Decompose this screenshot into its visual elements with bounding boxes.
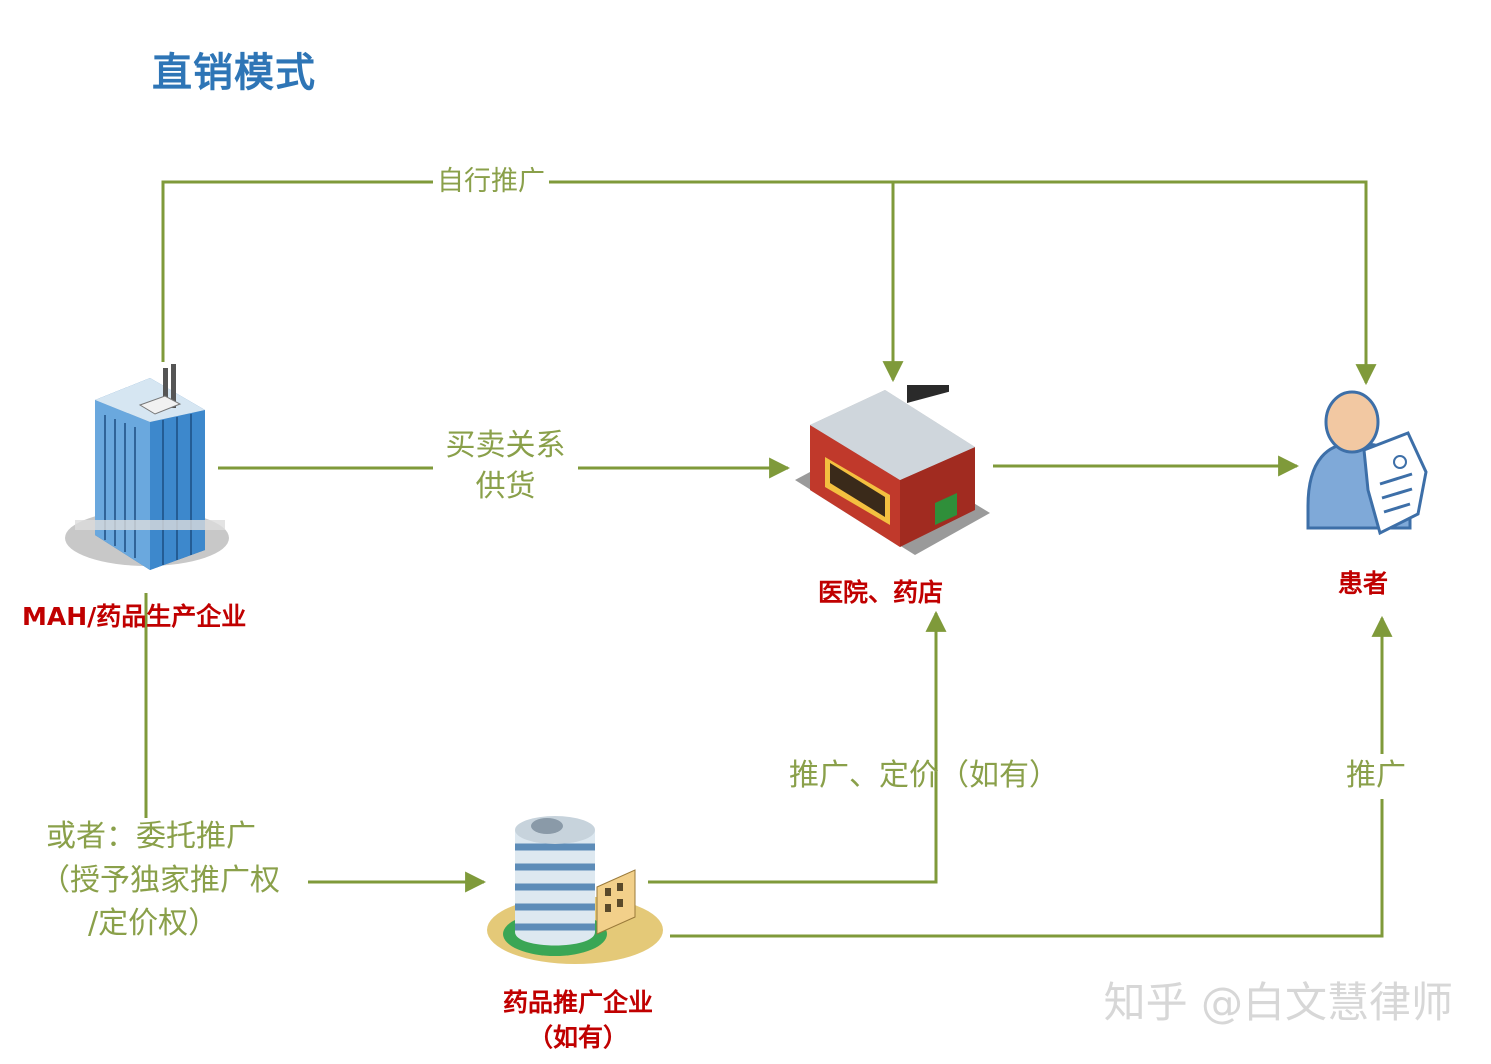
delegate-label-line3: /定价权） [88, 906, 219, 941]
page-title: 直销模式 [152, 50, 316, 96]
promote-path [670, 615, 1393, 938]
hospital-label: 医院、药店 [818, 578, 944, 607]
sale-label-line2: 供货 [475, 468, 536, 504]
promoter-label-line2: （如有） [527, 1023, 628, 1052]
watermark: 知乎 @白文慧律师 [1103, 978, 1453, 1027]
store-icon [795, 385, 990, 555]
delegate-label-line2: （授予独家推广权 [40, 862, 280, 898]
office-building-icon [65, 364, 229, 570]
sale-label-line1: 买卖关系 [445, 428, 566, 463]
manufacturer-label: MAH/药品生产企业 [22, 602, 247, 631]
promoter-label-line1: 药品推广企业 [502, 988, 653, 1017]
promote-label: 推广 [1346, 754, 1406, 799]
delegate-label-line1: 或者：委托推广 [46, 819, 256, 854]
promote-price-label: 推广、定价（如有） [789, 758, 1059, 793]
promote-price-path [648, 610, 947, 884]
sale-label: 买卖关系 供货 [433, 426, 578, 507]
patient-icon [1306, 390, 1428, 536]
self-promotion-label: 自行推广 [433, 164, 549, 201]
delegate-label: 或者：委托推广 （授予独家推广权 /定价权） [40, 815, 310, 946]
company-building-icon [487, 816, 663, 964]
patient-label: 患者 [1338, 569, 1389, 598]
self-promotion-path [161, 180, 1377, 386]
